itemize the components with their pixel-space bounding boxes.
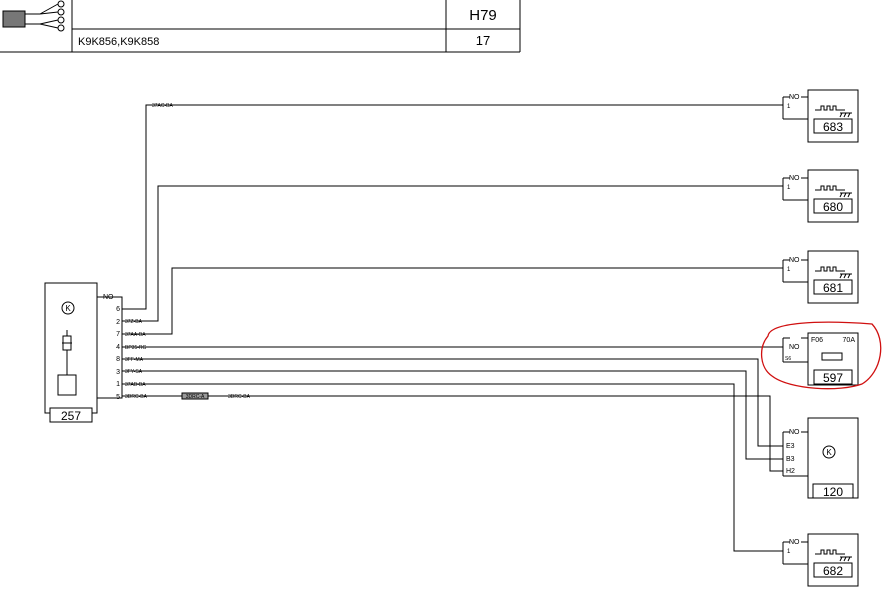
- svg-text:683: 683: [823, 120, 843, 134]
- svg-text:6: 6: [116, 306, 120, 313]
- svg-text:1: 1: [787, 185, 791, 191]
- fuse-icon: [821, 352, 843, 361]
- electronic-unit-icon: [61, 301, 75, 315]
- svg-text:3DRC-BA: 3DRC-BA: [125, 394, 148, 400]
- wire-37ac-ba[interactable]: 37AC-BA: [122, 103, 783, 310]
- wire-3fy-sa[interactable]: 3FY-SA: [122, 369, 783, 460]
- title-variants: K9K856,K9K858: [78, 36, 159, 48]
- wire-37z-ba[interactable]: 37Z-BA: [122, 185, 783, 325]
- title-page: 17: [476, 33, 490, 48]
- connector-plug-icon: [2, 0, 65, 32]
- component-681[interactable]: NO 1 681: [782, 250, 859, 304]
- component-257[interactable]: K 257: [44, 282, 98, 423]
- svg-text:681: 681: [823, 281, 843, 295]
- wire-3drc-ba[interactable]: 3DRC-BA 3DRC-A 3DRC-BA: [122, 392, 783, 472]
- svg-text:H2: H2: [786, 468, 795, 475]
- wire-3ff-ma[interactable]: 3FF-MA: [122, 357, 783, 447]
- svg-text:NO: NO: [789, 175, 800, 182]
- ground-symbol-icon: [815, 266, 852, 279]
- svg-text:B3: B3: [786, 456, 795, 463]
- svg-text:680: 680: [823, 200, 843, 214]
- svg-text:70A: 70A: [843, 337, 856, 344]
- electronic-unit-icon: [822, 445, 836, 459]
- component-680[interactable]: NO 1 680: [782, 169, 859, 223]
- highlight-circle: [761, 321, 882, 390]
- svg-text:NO: NO: [789, 94, 800, 101]
- svg-text:4: 4: [116, 344, 120, 351]
- component-number: 257: [61, 409, 81, 423]
- component-682[interactable]: NO 1 682: [782, 533, 859, 587]
- title-code: H79: [469, 7, 497, 24]
- svg-text:1: 1: [787, 549, 791, 555]
- svg-text:37AC-BA: 37AC-BA: [152, 103, 174, 109]
- svg-text:NO: NO: [789, 539, 800, 546]
- wire-37ab-ba[interactable]: 37AB-BA: [122, 382, 783, 552]
- svg-text:NO: NO: [789, 344, 800, 351]
- svg-text:37Z-BA: 37Z-BA: [125, 319, 143, 325]
- svg-text:1: 1: [787, 267, 791, 273]
- svg-text:7: 7: [116, 331, 120, 338]
- svg-text:37AB-BA: 37AB-BA: [125, 382, 146, 388]
- svg-text:8: 8: [116, 356, 120, 363]
- svg-text:597: 597: [823, 371, 843, 385]
- relay-switch-icon: [57, 330, 77, 396]
- svg-text:3FF-MA: 3FF-MA: [125, 357, 144, 363]
- svg-text:37AA-BA: 37AA-BA: [125, 332, 146, 338]
- svg-text:NO: NO: [789, 257, 800, 264]
- ground-symbol-icon: [815, 549, 852, 562]
- svg-text:NO: NO: [789, 429, 800, 436]
- svg-text:120: 120: [823, 485, 843, 499]
- svg-text:BP35-RG: BP35-RG: [125, 345, 147, 351]
- svg-text:F06: F06: [811, 337, 823, 344]
- inline-connector[interactable]: [181, 392, 209, 400]
- svg-text:3DRC-BA: 3DRC-BA: [228, 394, 251, 400]
- svg-text:682: 682: [823, 564, 843, 578]
- ground-symbol-icon: [815, 105, 852, 118]
- component-683[interactable]: NO 1 683: [782, 89, 859, 143]
- svg-text:3DRC-A: 3DRC-A: [186, 394, 205, 400]
- svg-text:5: 5: [116, 394, 120, 401]
- svg-text:E3: E3: [786, 443, 795, 450]
- pin-labels-257: 6 2 7 4 8 3 1 5: [116, 306, 120, 401]
- svg-text:1: 1: [116, 381, 120, 388]
- svg-text:K: K: [826, 448, 832, 457]
- svg-text:3FY-SA: 3FY-SA: [125, 369, 143, 375]
- svg-text:S6: S6: [785, 356, 791, 362]
- ground-symbol-icon: [815, 185, 852, 198]
- svg-text:K: K: [65, 304, 71, 313]
- wire-bp35-rg[interactable]: BP35-RG: [122, 345, 783, 351]
- svg-text:1: 1: [787, 104, 791, 110]
- svg-text:3: 3: [116, 369, 120, 376]
- component-120[interactable]: NO E3 B3 H2 K 120: [782, 417, 859, 499]
- svg-text:2: 2: [116, 319, 120, 326]
- wire-37aa-ba[interactable]: 37AA-BA: [122, 267, 783, 338]
- title-block: K9K856,K9K858 H79 17: [0, 0, 521, 53]
- connector-no-label: NO: [103, 294, 114, 301]
- component-597[interactable]: NO S6 F06 70A 597: [761, 321, 882, 390]
